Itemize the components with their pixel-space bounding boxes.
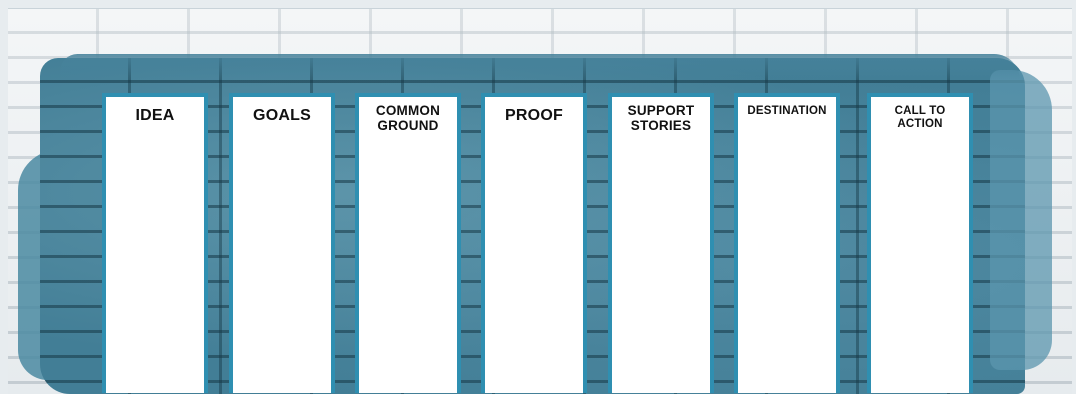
column-title: PROOF bbox=[485, 107, 583, 125]
column-title: COMMON GROUND bbox=[359, 103, 457, 133]
paint-stroke-right bbox=[990, 70, 1052, 370]
column-title: SUPPORT STORIES bbox=[612, 103, 710, 133]
column-idea[interactable]: IDEA bbox=[102, 93, 208, 393]
column-title: IDEA bbox=[106, 107, 204, 125]
column-destination[interactable]: DESTINATION bbox=[734, 93, 840, 393]
column-support-stories[interactable]: SUPPORT STORIES bbox=[608, 93, 714, 393]
column-common-ground[interactable]: COMMON GROUND bbox=[355, 93, 461, 393]
column-title: GOALS bbox=[233, 107, 331, 125]
column-call-to-action[interactable]: CALL TO ACTION bbox=[867, 93, 973, 393]
paint-top-edge bbox=[60, 54, 1020, 80]
column-goals[interactable]: GOALS bbox=[229, 93, 335, 393]
column-proof[interactable]: PROOF bbox=[481, 93, 587, 393]
column-title: DESTINATION bbox=[738, 105, 836, 118]
column-title: CALL TO ACTION bbox=[871, 105, 969, 131]
